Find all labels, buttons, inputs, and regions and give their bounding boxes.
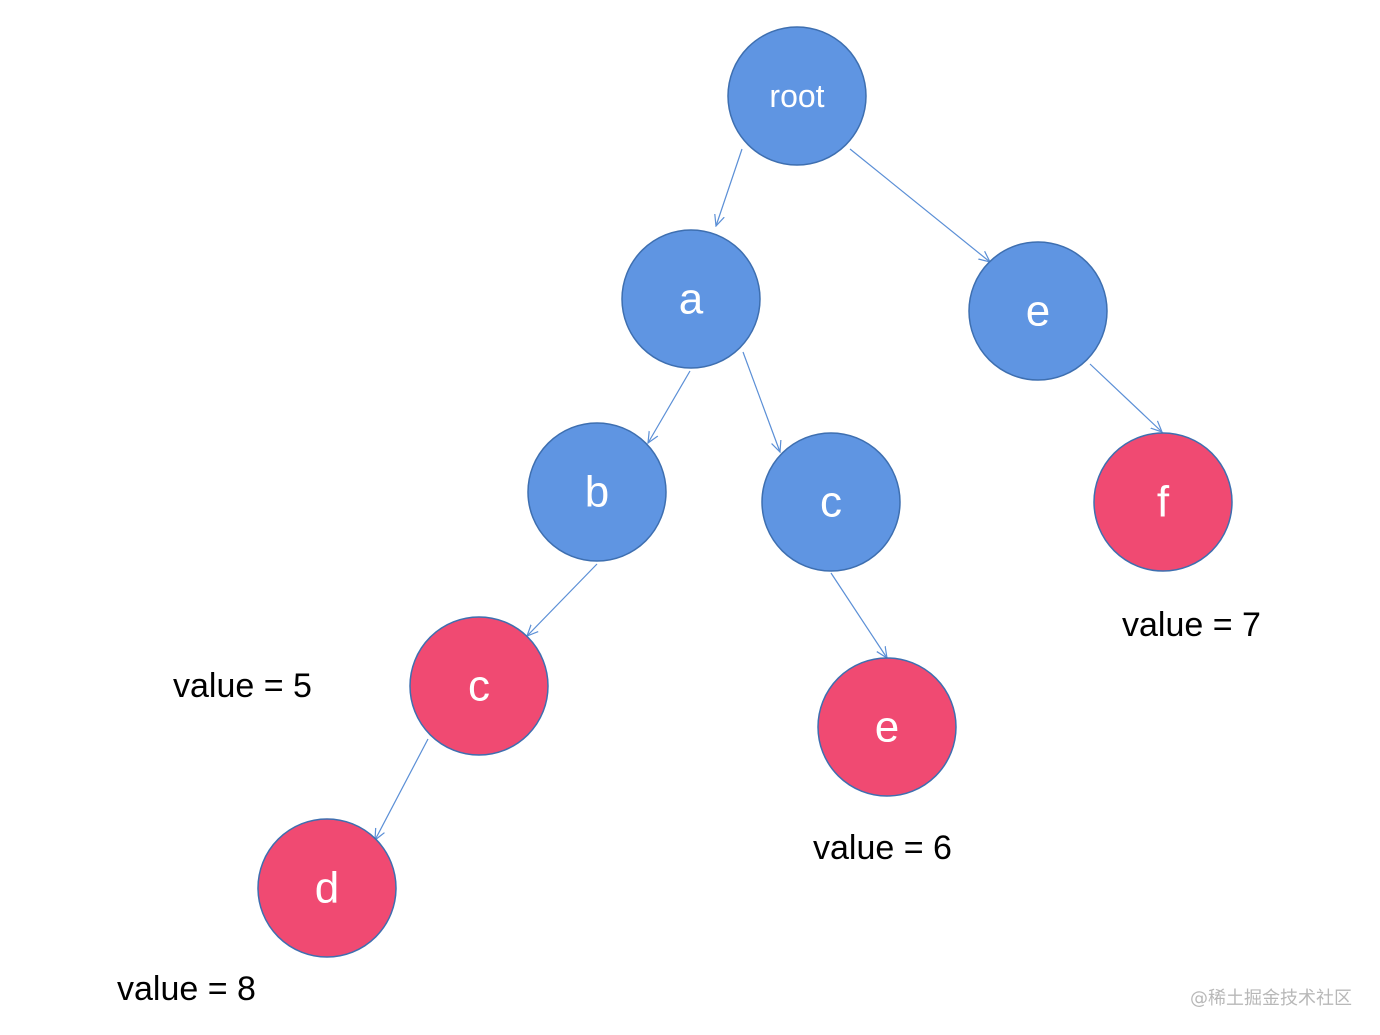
node-f: f <box>1093 432 1233 572</box>
node-circle-e1 <box>968 241 1108 381</box>
edge-a-b <box>648 370 691 443</box>
node-circle-b <box>527 422 667 562</box>
edge-b-c <box>527 563 598 636</box>
node-e1: e <box>968 241 1108 381</box>
value-label-f: value = 7 <box>1122 606 1261 644</box>
node-circle-f <box>1093 432 1233 572</box>
node-label-root: root <box>769 78 824 114</box>
edge-root-a <box>716 148 743 226</box>
node-e2: e <box>817 657 957 797</box>
node-c1: c <box>761 432 901 572</box>
node-b: b <box>527 422 667 562</box>
edges <box>375 148 1162 840</box>
node-label-d: d <box>315 864 339 913</box>
value-label-c: value = 5 <box>173 667 312 705</box>
edge-c-d <box>375 738 429 840</box>
node-label-e1: e <box>1026 287 1050 336</box>
node-label-c2: c <box>468 662 490 711</box>
node-label-a: a <box>679 275 704 324</box>
node-d: d <box>257 818 397 958</box>
node-label-c1: c <box>820 478 842 527</box>
node-circle-root <box>727 26 867 166</box>
edge-e-f <box>1089 363 1162 432</box>
node-circle-e2 <box>817 657 957 797</box>
node-circle-c2 <box>409 616 549 756</box>
node-c2: c <box>409 616 549 756</box>
node-circle-a <box>621 229 761 369</box>
node-root: root <box>727 26 867 166</box>
node-a: a <box>621 229 761 369</box>
node-circle-d <box>257 818 397 958</box>
edge-a-c <box>742 351 780 452</box>
edge-root-e <box>849 148 990 262</box>
watermark: @稀土掘金技术社区 <box>1190 988 1352 1009</box>
node-label-b: b <box>585 468 609 517</box>
edge-c-e <box>830 572 887 658</box>
node-circle-c1 <box>761 432 901 572</box>
node-label-e2: e <box>875 703 899 752</box>
value-label-e: value = 6 <box>813 829 952 867</box>
value-label-d: value = 8 <box>117 970 256 1008</box>
node-label-f: f <box>1157 478 1170 527</box>
